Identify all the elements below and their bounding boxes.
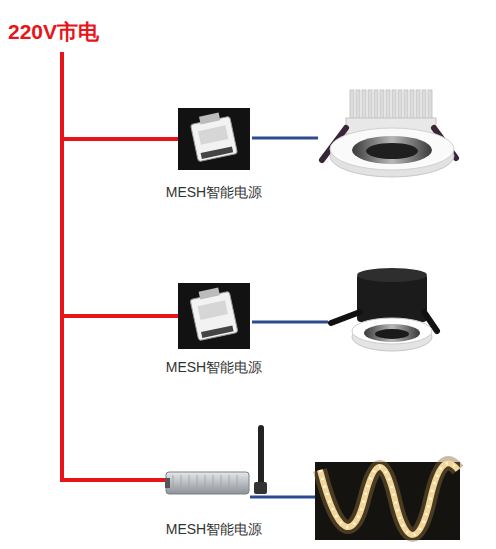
power-module [189,110,237,161]
case-rib [229,475,230,491]
device-label: MESH智能电源 [144,359,284,377]
mains-wire [64,314,178,318]
image-background [178,108,250,170]
power-supply-image [178,108,250,170]
case-rib [197,475,198,491]
case-rib [213,475,214,491]
case-rib [221,475,222,491]
mains-wire [64,137,178,141]
power-supply-box: MESH智能电源 [178,283,250,349]
power-supply-box: MESH智能电源 [165,466,250,500]
mains-bus: 220V市电 [60,52,64,482]
power-supply-image [165,466,250,500]
case-rib [173,475,174,491]
device-label: MESH智能电源 [144,184,284,202]
metal-case [166,472,249,494]
device-label: MESH智能电源 [144,521,284,539]
antenna [254,425,267,494]
case-rib [189,475,190,491]
case-rib [205,475,206,491]
power-supply-box: MESH智能电源 [178,108,250,170]
output-wire [250,496,315,499]
led-strip-illustration [315,462,460,540]
case-rib [181,475,182,491]
power-module [189,285,238,340]
power-supply-image [178,283,250,349]
mains-wire [64,478,165,482]
case-rib [237,475,238,491]
mains-label: 220V市电 [8,18,99,46]
output-wire [252,321,328,324]
downlight-illustration [322,90,456,177]
spotlight-illustration [331,268,437,351]
cable-gland [165,478,170,488]
output-wire [252,137,318,140]
image-background [178,283,250,349]
